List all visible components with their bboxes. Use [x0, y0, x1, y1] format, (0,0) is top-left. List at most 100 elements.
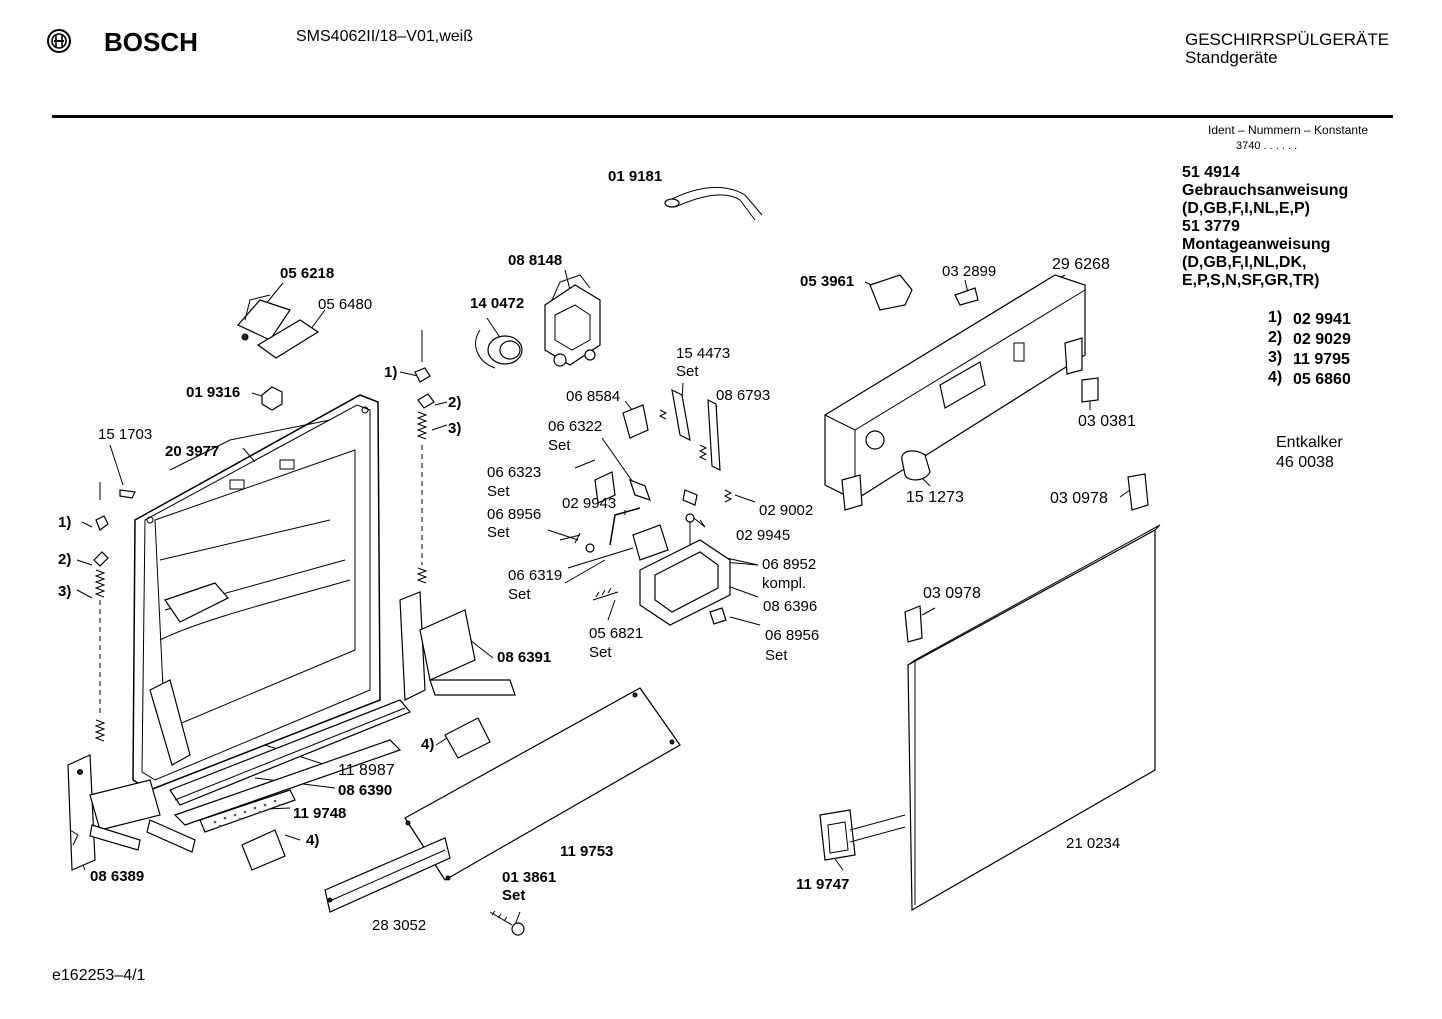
- callout-footnote-4-lower: 4): [306, 832, 320, 849]
- callout-029002: 02 9002: [759, 502, 814, 519]
- document-line: (D,GB,F,I,NL,E,P): [1182, 200, 1310, 217]
- program-knob: [475, 329, 523, 369]
- callout-056218: 05 6218: [280, 265, 335, 282]
- document-id: e162253–4/1: [52, 967, 146, 984]
- door-panel-strip: [149, 679, 191, 766]
- panel-clip: [869, 274, 913, 311]
- callout-119748: 11 9748: [293, 805, 347, 822]
- cable-harness: [664, 186, 763, 221]
- filter-holes: [213, 799, 282, 828]
- document-line: Gebrauchsanweisung: [1182, 182, 1349, 199]
- callout-151703: 15 1703: [98, 426, 153, 443]
- callout-066319-set: Set: [508, 586, 531, 603]
- hinge-bracket: [237, 294, 320, 359]
- callout-029945: 02 9945: [736, 527, 791, 544]
- right-hinge: [399, 591, 516, 701]
- callout-088148: 08 8148: [508, 252, 563, 269]
- callout-030381: 03 0381: [1078, 413, 1136, 430]
- filter-strip: [199, 789, 296, 833]
- callout-030978-top: 03 0978: [1050, 490, 1108, 507]
- callout-203977: 20 3977: [165, 443, 220, 460]
- ident-value: 3740 . . . . . .: [1236, 140, 1298, 152]
- callout-140472: 14 0472: [470, 295, 525, 312]
- callout-030978-bottom: 03 0978: [923, 585, 981, 602]
- document-line: Montageanweisung: [1182, 236, 1331, 253]
- inner-door: [132, 394, 381, 791]
- callout-086793: 08 6793: [716, 387, 771, 404]
- callout-066323-set: Set: [487, 483, 510, 500]
- callout-053961: 05 3961: [800, 273, 855, 290]
- callout-068956-right-set: Set: [765, 647, 788, 664]
- descaler-part: 46 0038: [1276, 454, 1334, 471]
- callout-119747: 11 9747: [796, 876, 850, 893]
- door-clip: [261, 386, 283, 411]
- document-line: 51 3779: [1182, 218, 1240, 235]
- door-guide-top: [1127, 473, 1149, 511]
- foot-block-lower: [241, 829, 286, 871]
- right-springs: [414, 330, 435, 584]
- callout-029943: 02 9943: [562, 495, 617, 512]
- callout-056821: 05 6821: [589, 625, 644, 642]
- callout-056821-set: Set: [589, 644, 612, 661]
- callout-footnote-4-upper: 4): [421, 736, 435, 753]
- seal-rail: [173, 739, 402, 826]
- screw-set: [489, 910, 525, 936]
- kick-plate: [324, 687, 681, 913]
- timer-motor: [544, 274, 601, 367]
- callout-019181: 01 9181: [608, 168, 663, 185]
- callout-066322: 06 6322: [548, 418, 603, 435]
- document-line: 51 4914: [1182, 164, 1240, 181]
- left-springs: [93, 482, 136, 742]
- callout-066323: 06 6323: [487, 464, 542, 481]
- brand-name: BOSCH: [104, 27, 198, 57]
- callout-086391: 08 6391: [497, 649, 552, 666]
- footnote-key: 4): [1268, 369, 1283, 386]
- callout-056480: 05 6480: [318, 296, 373, 313]
- callout-151273: 15 1273: [906, 489, 964, 506]
- model-number: SMS4062II/18–V01,weiß: [296, 28, 473, 45]
- callout-068952: 06 8952: [762, 556, 817, 573]
- door-seal-strip: [169, 699, 411, 806]
- callout-032899: 03 2899: [942, 263, 997, 280]
- callout-154473: 15 4473: [676, 345, 731, 362]
- header-divider: [52, 115, 1393, 118]
- outer-door: [907, 524, 1161, 912]
- door-lock-assembly: [559, 388, 733, 626]
- callout-footnote-3-left: 3): [58, 583, 72, 600]
- document-line: E,P,S,N,SF,GR,TR): [1182, 272, 1320, 289]
- door-bracket: [819, 809, 906, 861]
- callout-066319: 06 6319: [508, 567, 563, 584]
- callout-119753: 11 9753: [560, 843, 614, 860]
- category-subtitle: Standgeräte: [1185, 48, 1278, 67]
- callout-283052: 28 3052: [372, 917, 427, 934]
- foot-block-upper: [444, 717, 491, 759]
- category-title: GESCHIRRSPÜLGERÄTE: [1185, 30, 1390, 49]
- end-cap: [1081, 377, 1099, 403]
- ident-label: Ident – Nummern – Konstante: [1208, 123, 1369, 137]
- callout-154473-set: Set: [676, 363, 699, 380]
- callout-068956-right: 06 8956: [765, 627, 820, 644]
- callout-086389: 08 6389: [90, 868, 145, 885]
- callout-068956-left: 06 8956: [487, 506, 542, 523]
- document-line: (D,GB,F,I,NL,DK,: [1182, 254, 1307, 271]
- callout-footnote-2-left: 2): [58, 551, 72, 568]
- descaler-label: Entkalker: [1276, 434, 1343, 451]
- callout-013861: 01 3861: [502, 869, 557, 886]
- callout-footnote-1-left: 1): [58, 514, 72, 531]
- callout-086396: 08 6396: [763, 598, 818, 615]
- callout-296268: 29 6268: [1052, 256, 1110, 273]
- callout-118987: 11 8987: [338, 762, 395, 779]
- callout-210234: 21 0234: [1066, 835, 1121, 852]
- panel-tab: [954, 287, 979, 306]
- selector-knob: [901, 450, 931, 481]
- control-panel: [824, 274, 1086, 511]
- callout-013861-set: Set: [502, 887, 526, 904]
- footnote-part: 11 9795: [1293, 351, 1350, 368]
- footnote-part: 05 6860: [1293, 371, 1351, 388]
- bosch-logo-icon: [47, 29, 71, 53]
- callout-footnote-1-right: 1): [384, 364, 398, 381]
- callout-086390: 08 6390: [338, 782, 393, 799]
- callout-068952-kompl: kompl.: [762, 575, 807, 592]
- left-hinge: [67, 754, 196, 871]
